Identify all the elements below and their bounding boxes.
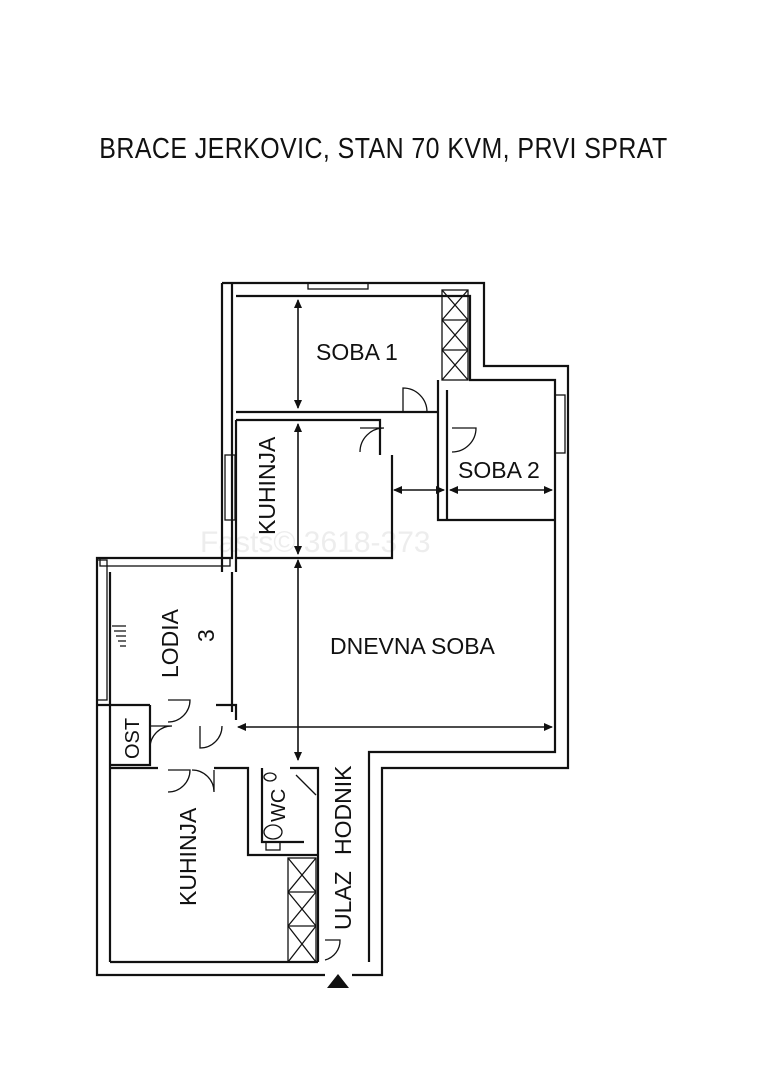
room-label-hodnik: HODNIK [330, 765, 356, 855]
toilet-icon [263, 824, 283, 851]
interior-walls [97, 380, 555, 962]
room-label-soba-2: SOBA 2 [458, 457, 540, 483]
lodia-stair-icon [112, 625, 126, 647]
room-label-ulaz: ULAZ [330, 871, 356, 930]
entrance-arrow-icon [327, 974, 349, 988]
room-label-lodia: LODIA [157, 608, 183, 678]
wardrobe-top [441, 289, 469, 381]
room-label-ost: OST [122, 718, 144, 759]
plan-title: BRACE JERKOVIC, STAN 70 KVM, PRVI SPRAT [99, 133, 668, 165]
wardrobe-hall [287, 857, 317, 963]
room-label-dnevna-soba: DNEVNA SOBA [330, 633, 496, 659]
sink-icon [263, 772, 277, 782]
room-label-soba-1: SOBA 1 [316, 339, 398, 365]
windows [96, 282, 566, 701]
watermark: Fasts© 3618-373 [200, 526, 431, 559]
room-label-wc: WC [268, 789, 290, 822]
door-swings [149, 387, 477, 961]
dimension-lines [237, 299, 553, 761]
room-label-kuhinja-bottom: KUHINJA [175, 807, 201, 906]
room-label-kuhinja-top: KUHINJA [254, 436, 280, 535]
room-label-lodia-number: 3 [193, 629, 219, 642]
